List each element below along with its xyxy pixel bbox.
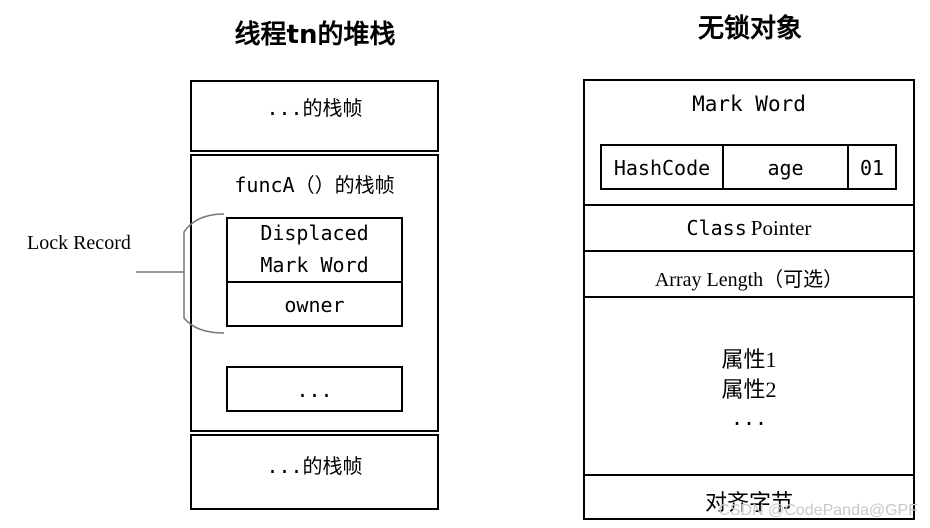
age-label: age [767,156,804,180]
hashcode-cell: HashCode [600,144,724,190]
stack-ellipsis-slot: ... [226,366,403,412]
fields-ellipsis: ... [730,406,768,430]
divider-array-length [583,296,915,298]
owner-label: owner [284,293,345,317]
hashcode-label: HashCode [613,156,711,180]
funcA-stack-frame-label: funcA（）的栈帧 [234,173,395,197]
top-stack-frame-label: ...的栈帧 [266,96,363,120]
stack-ellipsis: ... [296,378,333,402]
divider-class-pointer [583,250,915,252]
class-pointer-part-2: Pointer [750,216,812,240]
lock-record-label: Lock Record [27,232,131,254]
bottom-stack-frame: ...的栈帧 [190,434,439,510]
lock-bits-label: 01 [859,156,885,180]
divider-fields [583,474,915,476]
displaced-line-1: Displaced [260,221,369,245]
padding-label: 对齐字节 [704,490,793,515]
displaced-line-2: Mark Word [260,253,369,277]
divider-mark-word [583,204,915,206]
class-pointer-label: Class Pointer [583,216,915,241]
class-pointer-part-1: Class [686,216,747,240]
bottom-stack-frame-label: ...的栈帧 [266,454,363,478]
mark-word-label: Mark Word [692,92,806,116]
watermark: CSDN @CodePanda@GPF [718,502,918,519]
right-title: 无锁对象 [697,14,802,44]
left-title: 线程tn的堆栈 [234,20,396,50]
field-2-label: 属性2 [721,377,777,402]
top-stack-frame: ...的栈帧 [190,80,439,152]
lock-record-owner: owner [226,281,403,327]
age-cell: age [722,144,849,190]
lock-bits-cell: 01 [847,144,897,190]
array-length-label: Array Length（可选） [654,269,844,291]
field-1-label: 属性1 [721,347,777,372]
